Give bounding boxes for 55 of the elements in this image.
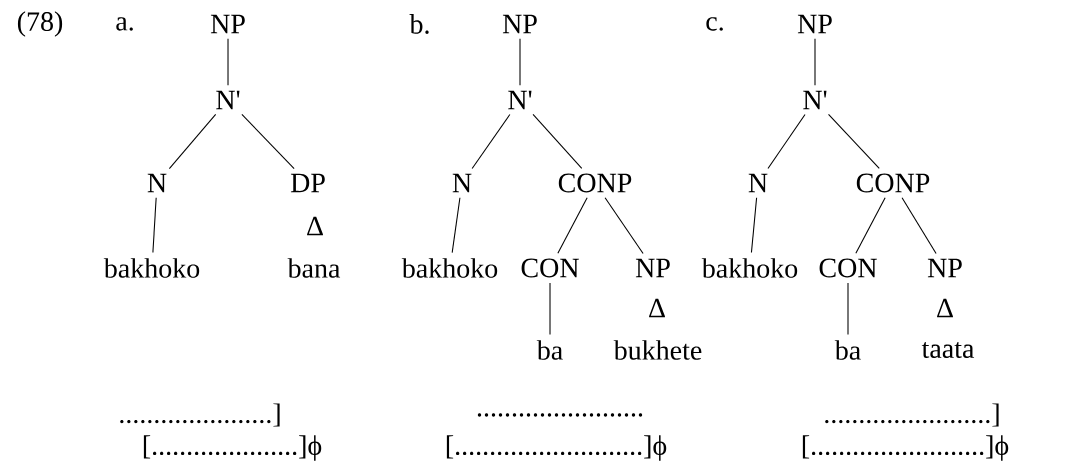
branch-line — [814, 38, 816, 86]
branch-line — [767, 114, 806, 169]
subexample-letter: a. — [116, 17, 133, 31]
subexample-letter: b. — [409, 14, 429, 34]
tree-label: bukhete — [613, 340, 702, 360]
tree-label: bakhoko — [401, 258, 498, 278]
branch-line — [241, 113, 295, 170]
branch-line — [828, 113, 880, 169]
branch-line — [557, 197, 588, 254]
triangle-symbol: Δ — [937, 298, 953, 318]
branch-line — [152, 197, 157, 254]
branch-line — [901, 197, 937, 254]
tree-label: DP — [290, 173, 325, 193]
tree-label: NP — [635, 258, 670, 278]
branch-line — [471, 114, 511, 169]
tree-label: ba — [536, 340, 563, 360]
example-number: (78) — [17, 11, 63, 37]
tree-label: N' — [216, 90, 240, 110]
dotted-line: [...........................]ϕ — [446, 435, 667, 461]
tree-label: CONP — [558, 173, 632, 193]
branch-line — [519, 38, 521, 86]
tree-label: taata — [921, 341, 975, 358]
dotted-line: [.....................]ϕ — [143, 435, 322, 461]
branch-line — [227, 38, 229, 86]
tree-label: NP — [927, 258, 962, 278]
branch-line — [604, 197, 644, 254]
dotted-line: ........................ — [477, 413, 643, 417]
tree-label: N — [748, 173, 768, 193]
triangle-symbol: Δ — [649, 298, 665, 318]
triangle-symbol: Δ — [307, 216, 323, 236]
tree-label: N' — [508, 90, 532, 110]
tree-label: N' — [803, 90, 827, 110]
tree-label: NP — [797, 14, 832, 34]
branch-line — [168, 113, 217, 170]
branch-line — [451, 197, 461, 254]
tree-label: bakhoko — [701, 258, 798, 278]
branch-line — [549, 282, 551, 336]
dotted-line: ........................] — [825, 403, 999, 427]
tree-label: N — [147, 173, 167, 193]
dotted-line: [.........................]ϕ — [802, 435, 1009, 461]
branch-line — [847, 282, 849, 336]
tree-label: ba — [834, 340, 861, 360]
tree-label: CONP — [856, 173, 930, 193]
tree-label: N — [452, 173, 472, 193]
tree-label: NP — [210, 14, 245, 34]
tree-label: bana — [287, 258, 341, 278]
branch-line — [855, 197, 886, 254]
tree-label: CON — [819, 258, 877, 278]
tree-label: CON — [521, 258, 579, 278]
tree-label: NP — [502, 14, 537, 34]
subexample-letter: c. — [706, 17, 723, 31]
tree-label: bakhoko — [103, 258, 200, 278]
dotted-line: ......................] — [120, 403, 280, 427]
branch-line — [750, 197, 758, 254]
branch-line — [532, 113, 583, 169]
